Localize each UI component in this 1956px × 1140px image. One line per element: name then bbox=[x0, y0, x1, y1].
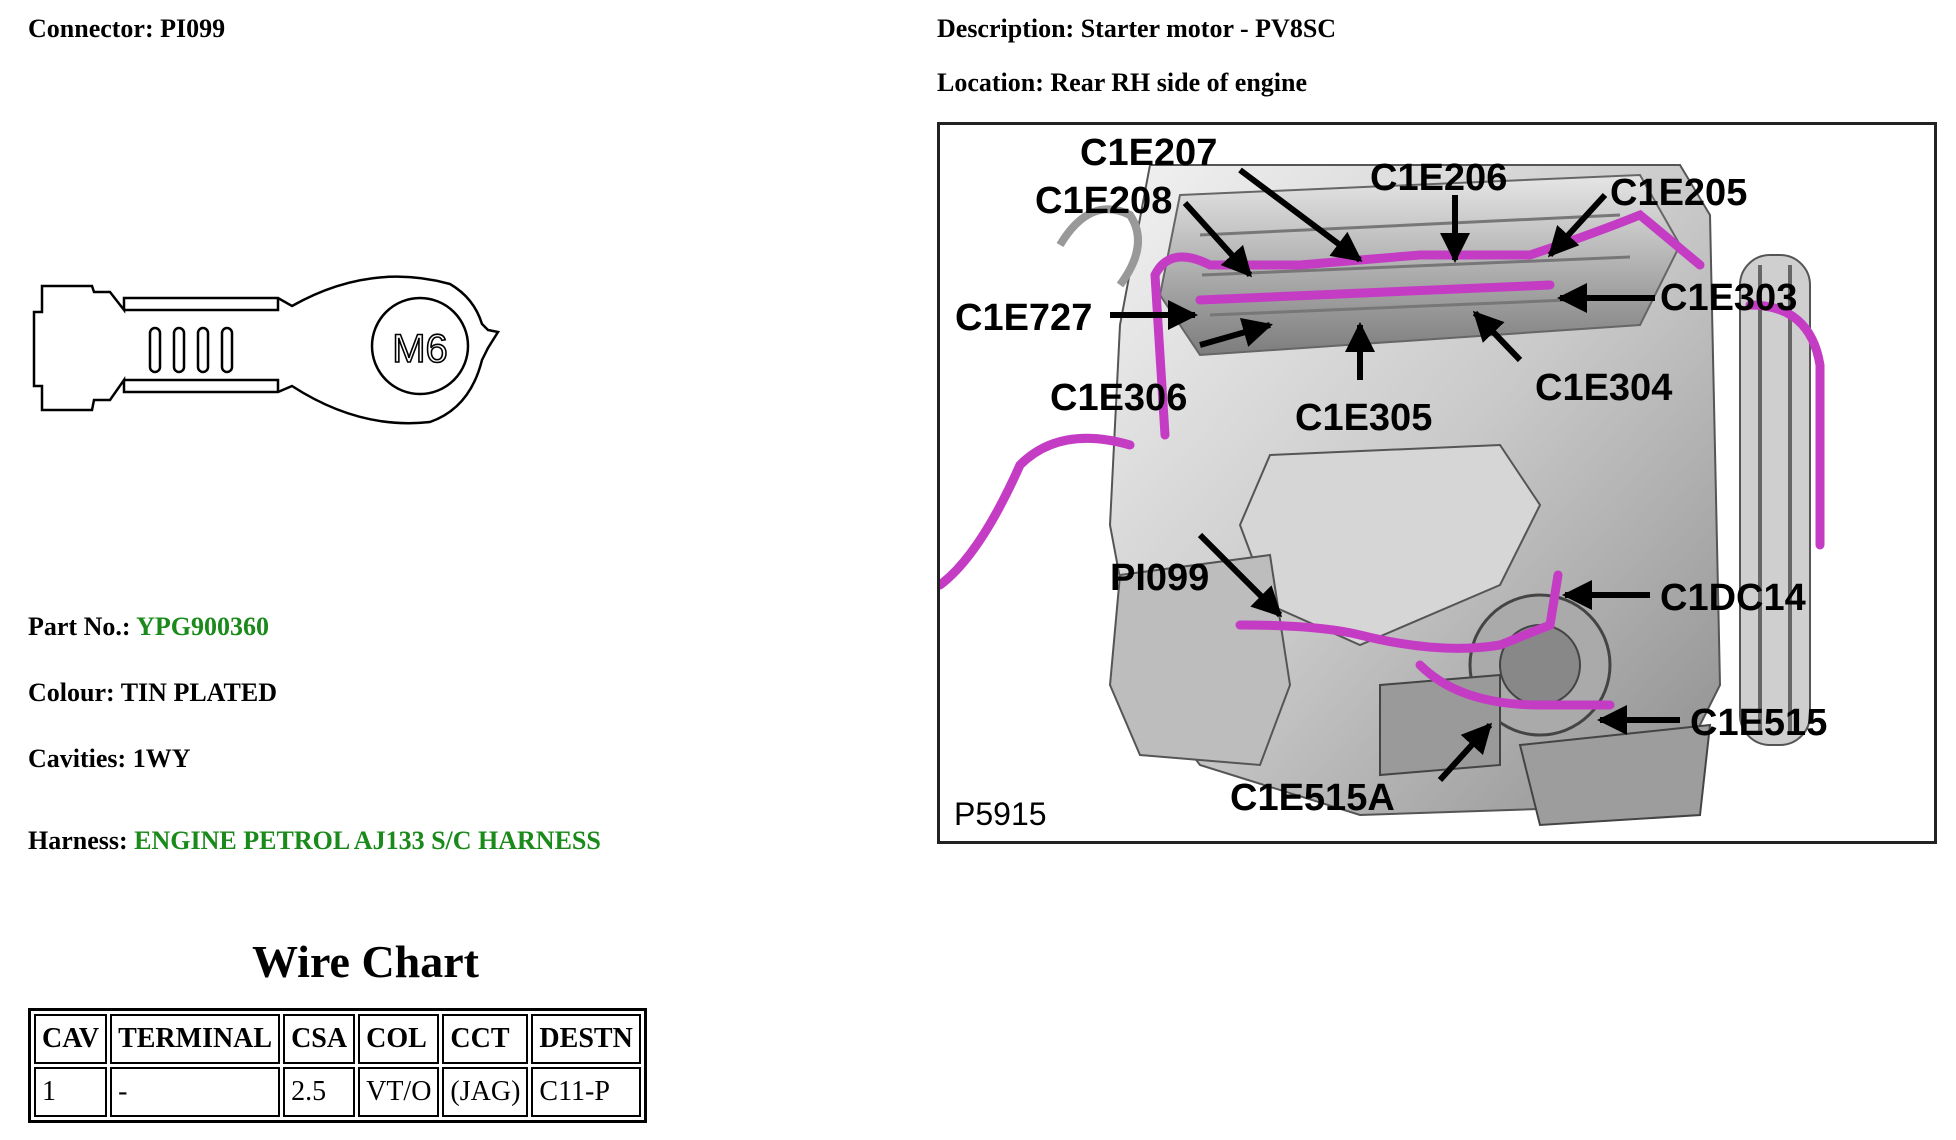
callout-label: C1E304 bbox=[1535, 367, 1672, 409]
cell-cct: (JAG) bbox=[442, 1067, 529, 1117]
connector-drawing: M6 bbox=[32, 275, 501, 425]
col-terminal: TERMINAL bbox=[110, 1014, 281, 1064]
callout-label: C1E515 bbox=[1690, 702, 1827, 744]
harness-label: Harness: bbox=[28, 826, 128, 855]
part-number-link[interactable]: YPG900360 bbox=[136, 612, 269, 641]
col-cct: CCT bbox=[442, 1014, 529, 1064]
table-row: 1 - 2.5 VT/O (JAG) C11-P bbox=[34, 1067, 641, 1117]
col-csa: CSA bbox=[283, 1014, 356, 1064]
callout-label: PI099 bbox=[1110, 557, 1209, 599]
location-line: Location: Rear RH side of engine bbox=[937, 68, 1307, 98]
cell-destn: C11-P bbox=[531, 1067, 641, 1117]
location-figure: C1E207 C1E206 C1E205 C1E208 C1E727 C1E30… bbox=[937, 122, 1937, 844]
description-line: Description: Starter motor - PV8SC bbox=[937, 14, 1336, 44]
col-cav: CAV bbox=[34, 1014, 108, 1064]
wire-chart-table: CAV TERMINAL CSA COL CCT DESTN 1 - 2.5 V… bbox=[28, 1008, 647, 1123]
description-label: Description: bbox=[937, 14, 1075, 43]
engine-body bbox=[1056, 164, 1811, 827]
cell-col: VT/O bbox=[358, 1067, 440, 1117]
callout-label: C1E207 bbox=[1080, 132, 1217, 174]
cell-csa: 2.5 bbox=[283, 1067, 356, 1117]
cell-terminal: - bbox=[110, 1067, 281, 1117]
location-value: Rear RH side of engine bbox=[1050, 68, 1308, 97]
wire-chart-title: Wire Chart bbox=[252, 936, 479, 987]
connector-line: Connector: PI099 bbox=[28, 14, 225, 44]
callout-label: C1E208 bbox=[1035, 180, 1172, 222]
engine-illustration: C1E207 C1E206 C1E205 C1E208 C1E727 C1E30… bbox=[940, 132, 1827, 832]
callout-label: C1E727 bbox=[955, 297, 1092, 339]
callout-label: C1E306 bbox=[1050, 377, 1187, 419]
callout-labels: C1E207 C1E206 C1E205 C1E208 C1E727 C1E30… bbox=[955, 132, 1827, 819]
callout-label: C1E205 bbox=[1610, 172, 1747, 214]
callout-label: C1E206 bbox=[1370, 157, 1507, 199]
callout-label: C1E303 bbox=[1660, 277, 1797, 319]
part-label: Part No.: bbox=[28, 612, 131, 641]
colour-label: Colour: bbox=[28, 678, 115, 707]
callout-arrows bbox=[1110, 167, 1680, 783]
description-value: Starter motor - PV8SC bbox=[1080, 14, 1337, 43]
cavities-value: 1WY bbox=[132, 744, 191, 773]
cell-cav: 1 bbox=[34, 1067, 108, 1117]
harness-line: Harness: ENGINE PETROL AJ133 S/C HARNESS bbox=[28, 826, 601, 856]
part-number-line: Part No.: YPG900360 bbox=[28, 612, 269, 642]
table-header-row: CAV TERMINAL CSA COL CCT DESTN bbox=[34, 1014, 641, 1064]
picture-id: P5915 bbox=[954, 796, 1047, 832]
callout-label: C1E305 bbox=[1295, 397, 1432, 439]
cavities-label: Cavities: bbox=[28, 744, 127, 773]
colour-value: TIN PLATED bbox=[120, 678, 277, 707]
colour-line: Colour: TIN PLATED bbox=[28, 678, 277, 708]
location-label: Location: bbox=[937, 68, 1044, 97]
cavities-line: Cavities: 1WY bbox=[28, 744, 190, 774]
stud-size-label: M6 bbox=[392, 327, 448, 371]
callout-label: C1DC14 bbox=[1660, 577, 1806, 619]
col-col: COL bbox=[358, 1014, 440, 1064]
callout-label: C1E515A bbox=[1230, 777, 1395, 819]
wiring-harness bbox=[940, 209, 1825, 710]
connector-value: PI099 bbox=[160, 14, 226, 43]
connector-label: Connector: bbox=[28, 14, 154, 43]
harness-link[interactable]: ENGINE PETROL AJ133 S/C HARNESS bbox=[134, 826, 601, 855]
col-destn: DESTN bbox=[531, 1014, 641, 1064]
